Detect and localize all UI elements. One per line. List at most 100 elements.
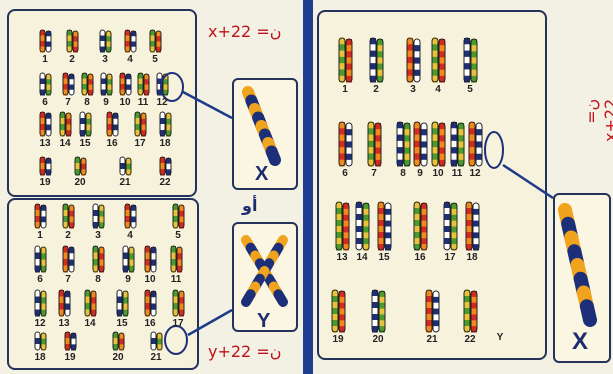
- chromosome: [379, 291, 385, 333]
- chromosome: [40, 112, 45, 137]
- chromosome: [160, 157, 165, 176]
- chromosome-number: 18: [29, 352, 51, 363]
- chromosome: [120, 157, 125, 176]
- chromosome: [40, 30, 45, 53]
- chromosome-number: 10: [139, 274, 161, 285]
- chromosome: [35, 204, 40, 229]
- chromosome: [99, 205, 104, 229]
- chromosome: [407, 38, 413, 83]
- chromosome: [144, 74, 149, 96]
- chromosome: [106, 31, 111, 53]
- chromosome: [173, 204, 178, 229]
- chromosome: [339, 122, 345, 167]
- chromosome: [439, 123, 445, 167]
- chromosome: [332, 290, 338, 333]
- chromosome-number: 2: [365, 84, 387, 95]
- x-chromosome-zoom: [565, 210, 590, 320]
- chromosome: [476, 123, 482, 167]
- chromosome: [336, 202, 342, 251]
- chromosome: [126, 74, 131, 96]
- chromosome: [356, 202, 362, 251]
- chromosome: [60, 112, 65, 137]
- chromosome: [75, 157, 80, 176]
- chromosome: [82, 73, 87, 96]
- chromosome-number: 13: [53, 318, 75, 329]
- chromosome: [469, 122, 475, 167]
- chromosome: [41, 333, 46, 351]
- chromosome-number: 19: [327, 334, 349, 345]
- chromosome: [471, 39, 477, 83]
- chromosome-number: 5: [459, 84, 481, 95]
- chromosome: [107, 112, 112, 137]
- chromosome: [131, 31, 136, 53]
- pointer-arrow: [188, 310, 232, 335]
- chromosome: [464, 290, 470, 333]
- chromosome: [91, 291, 96, 317]
- chromosome: [179, 205, 184, 229]
- chromosome: [166, 113, 171, 137]
- chromosome: [73, 31, 78, 53]
- chromosome-number: 18: [461, 252, 483, 263]
- chromosome-number: 21: [114, 177, 136, 188]
- chromosome-number: 18: [154, 138, 176, 149]
- chromosome: [179, 291, 184, 317]
- chromosome-number: 3: [87, 230, 109, 241]
- chromosome-number: 17: [167, 318, 189, 329]
- chromosome-number: 8: [87, 274, 109, 285]
- chromosome-number: 15: [373, 252, 395, 263]
- chromosome-number: 20: [367, 334, 389, 345]
- chromosome: [35, 246, 40, 273]
- chromosome: [160, 112, 165, 137]
- chromosome: [63, 204, 68, 229]
- chromosome: [166, 158, 171, 176]
- chromosome: [41, 291, 46, 317]
- chromosome-number: 3: [94, 54, 116, 65]
- chromosome: [151, 291, 156, 317]
- chromosome-number: 14: [351, 252, 373, 263]
- pointer-arrow: [183, 92, 232, 118]
- chromosome-number: 14: [54, 138, 76, 149]
- chromosome: [404, 123, 410, 167]
- chromosome-number: 16: [409, 252, 431, 263]
- chromosome: [451, 203, 457, 251]
- chromosome: [377, 39, 383, 83]
- chromosome: [86, 113, 91, 137]
- chromosome: [339, 38, 345, 83]
- chromosome: [432, 38, 438, 83]
- chromosome: [35, 290, 40, 317]
- chromosome-number: 13: [331, 252, 353, 263]
- chromosome-number: 6: [34, 97, 56, 108]
- chromosome: [113, 332, 118, 351]
- x-chromosome-zoom: [248, 92, 275, 160]
- chromosome: [151, 332, 156, 351]
- chromosome: [93, 204, 98, 229]
- chromosome: [372, 290, 378, 333]
- chromosome: [444, 202, 450, 251]
- chromosome: [151, 247, 156, 273]
- chromosome: [370, 38, 376, 83]
- chromosome-number: 2: [57, 230, 79, 241]
- chromosome: [67, 30, 72, 53]
- chromosome-number: 12: [29, 318, 51, 329]
- chromosome: [157, 333, 162, 351]
- chromosome-number: 4: [119, 54, 141, 65]
- chromosome: [421, 203, 427, 251]
- chromosome-number: 3: [402, 84, 424, 95]
- chromosome-number: 16: [139, 318, 161, 329]
- chromosome: [346, 123, 352, 167]
- chromosome: [59, 290, 64, 317]
- chromosome-number: 13: [34, 138, 56, 149]
- chromosome: [123, 291, 128, 317]
- chromosome: [439, 39, 445, 83]
- chromosome-number: 21: [421, 334, 443, 345]
- chromosome: [80, 112, 85, 137]
- chromosome: [141, 113, 146, 137]
- chromosome: [126, 158, 131, 176]
- chromosome: [145, 246, 150, 273]
- chromosome-number: 16: [101, 138, 123, 149]
- chromosome-number: 7: [57, 274, 79, 285]
- chromosome-number: 4: [427, 84, 449, 95]
- chromosome: [125, 204, 130, 229]
- chromosome-number: 6: [29, 274, 51, 285]
